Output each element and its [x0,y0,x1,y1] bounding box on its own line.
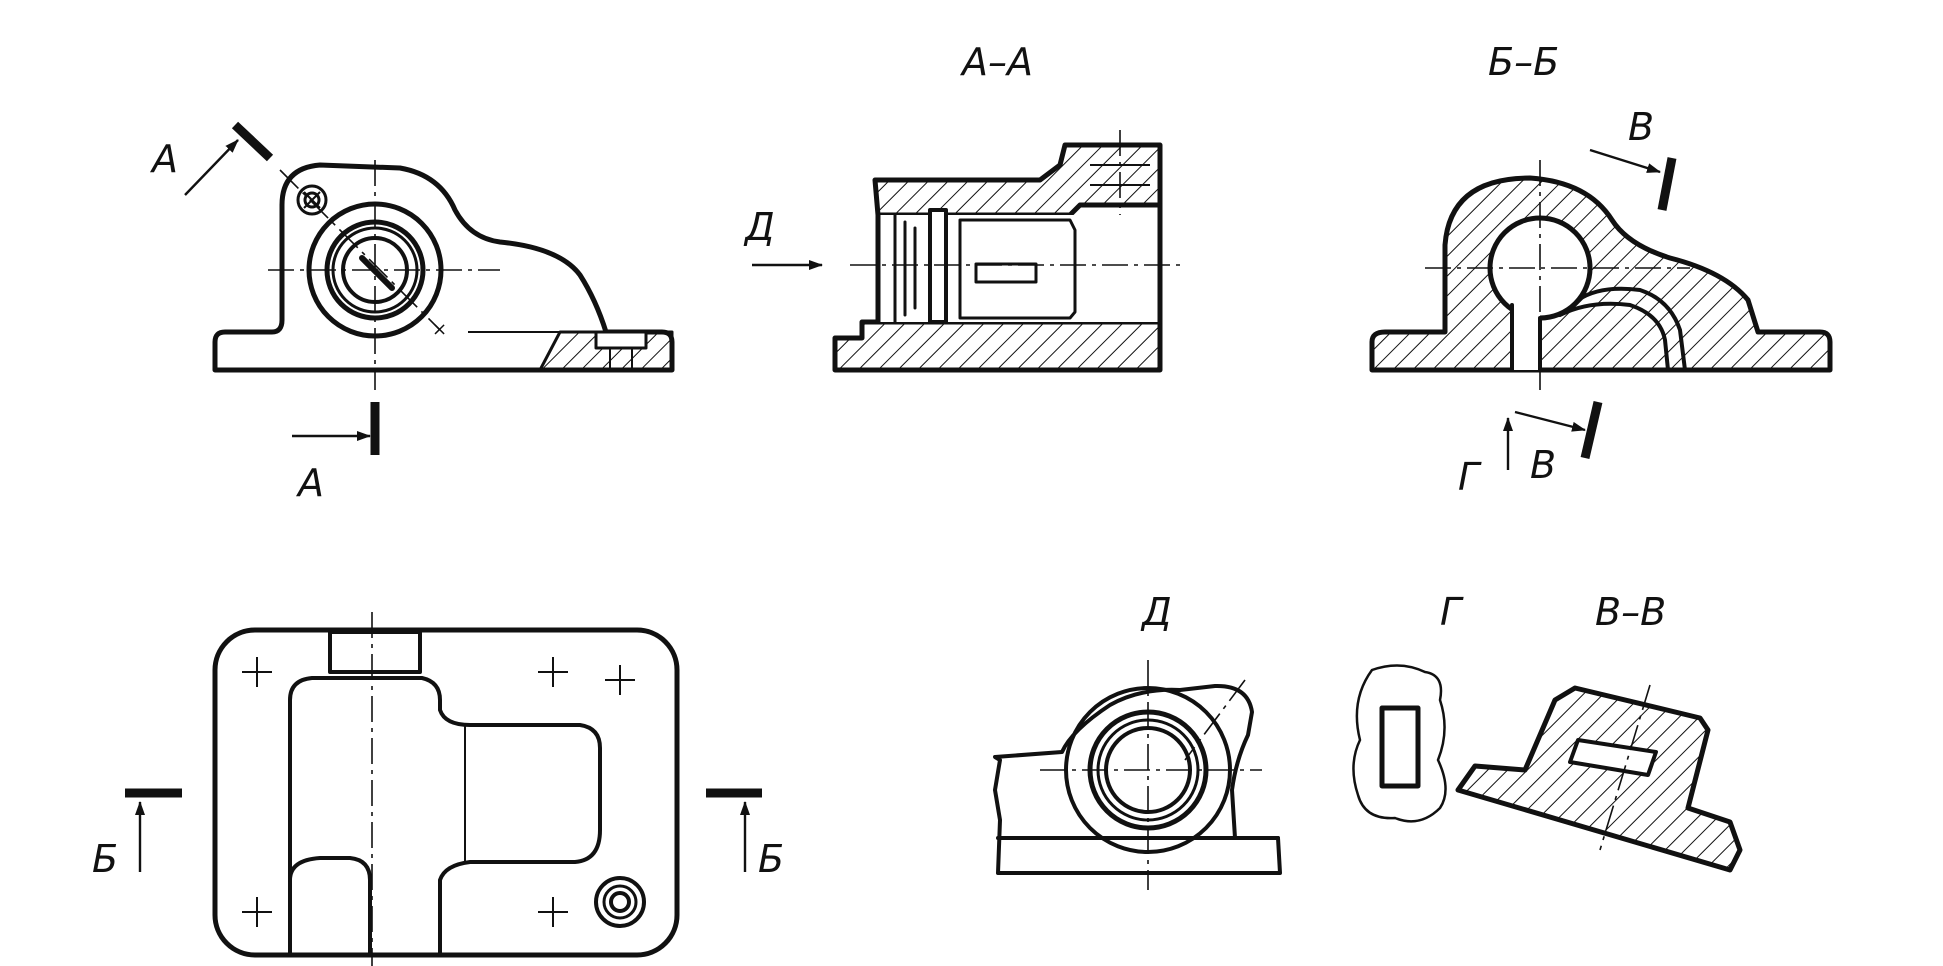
section-aa-title: А–А [959,40,1033,84]
plan-mark-left: Б [92,837,118,881]
view-d: Д [993,590,1282,890]
section-v-v: В–В [1455,590,1743,873]
section-bb-title: Б–Б [1488,40,1559,84]
view-g-title: Г [1440,590,1464,634]
view-g: Г [1352,590,1464,823]
front-view: × А А [149,121,675,505]
front-section-mark-bottom: А [295,461,324,505]
svg-text:×: × [432,319,447,340]
front-section-mark-top: А [149,137,178,181]
cut-mark-v-bottom [1580,400,1603,460]
section-a-a: А–А Д [743,40,1180,373]
section-b-b: Б–Б В В Г [1369,40,1833,499]
view-d-title: Д [1140,590,1172,634]
view-g-arrow-label: Г [1458,455,1482,499]
section-vv-mark-bottom: В [1530,443,1556,487]
section-vv-title: В–В [1595,590,1666,634]
plan-view: Б Б [92,612,784,966]
view-d-arrow-label: Д [743,205,775,249]
plan-mark-right: Б [758,837,784,881]
cut-mark-v-top [1657,157,1677,211]
cut-mark-a-top [231,121,274,162]
section-vv-mark-top: В [1628,105,1654,149]
